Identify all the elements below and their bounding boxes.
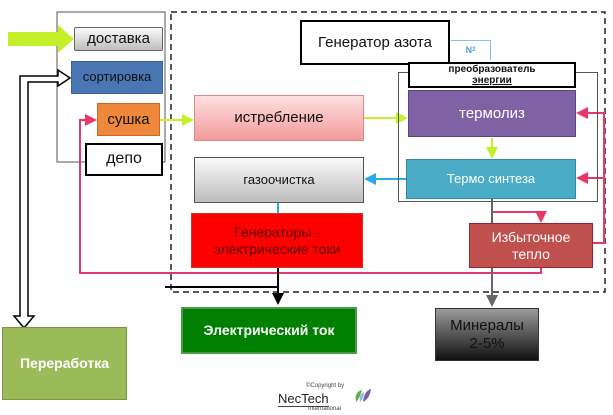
delivery-label: доставка: [87, 30, 150, 48]
generators-box: Генераторы -электрические токи: [191, 213, 363, 268]
depot-label: депо: [106, 150, 142, 168]
brand-name: NecTech: [278, 391, 329, 407]
thermolysis-box: термолиз: [408, 90, 576, 137]
depot-box: депо: [85, 143, 163, 176]
converter-label-2: энергии: [472, 75, 512, 86]
generators-label-2: электрические токи: [213, 240, 341, 257]
processing-box: Переработка: [2, 327, 127, 400]
copyright-text: ©Copyright by: [306, 383, 345, 389]
sorting-label: сортировка: [82, 69, 152, 85]
nitrogen-symbol: N: [465, 45, 473, 56]
input-arrow: [8, 25, 74, 53]
minerals-label-1: Минералы: [450, 317, 524, 335]
nitrogen-generator-box: Генератор азота: [300, 20, 450, 65]
generators-label-1: Генераторы -: [234, 224, 320, 241]
input-frame: [56, 11, 166, 163]
flow-heat-drying: [79, 114, 542, 274]
destruction-label: истребление: [234, 109, 324, 127]
thermo-synthesis-box: Термо синтеза: [406, 159, 576, 199]
electric-current-label: Электрический ток: [203, 322, 335, 339]
thermolysis-label: термолиз: [459, 104, 525, 122]
drying-box: сушка: [97, 103, 160, 136]
destruction-box: истребление: [194, 95, 364, 141]
converter-label-1: преобразователь: [448, 63, 536, 75]
excess-heat-label-2: тепло: [512, 245, 550, 262]
delivery-box: доставка: [74, 27, 163, 51]
drying-label: сушка: [107, 110, 150, 128]
recycle-arrow: [12, 68, 72, 330]
thermo-synthesis-label: Термо синтеза: [446, 170, 536, 186]
gas-cleaning-box: газоочистка: [194, 157, 364, 203]
gas-cleaning-label: газоочистка: [243, 171, 315, 187]
brand-subtitle: International: [308, 406, 342, 412]
sorting-box: сортировка: [71, 61, 163, 94]
nitrogen-generator-label: Генератор азота: [318, 33, 432, 51]
copyright-logo: ©Copyright by NecTech International: [278, 383, 378, 415]
minerals-label-2: 2-5%: [469, 334, 505, 352]
flow-synthesis-heat: [491, 199, 547, 223]
nitrogen-subscript: 2: [472, 47, 476, 54]
excess-heat-label-1: Избыточное: [491, 229, 571, 246]
electric-current-box: Электрический ток: [181, 307, 357, 354]
leaf-logo-icon: [355, 389, 371, 402]
processing-label: Переработка: [19, 355, 110, 372]
